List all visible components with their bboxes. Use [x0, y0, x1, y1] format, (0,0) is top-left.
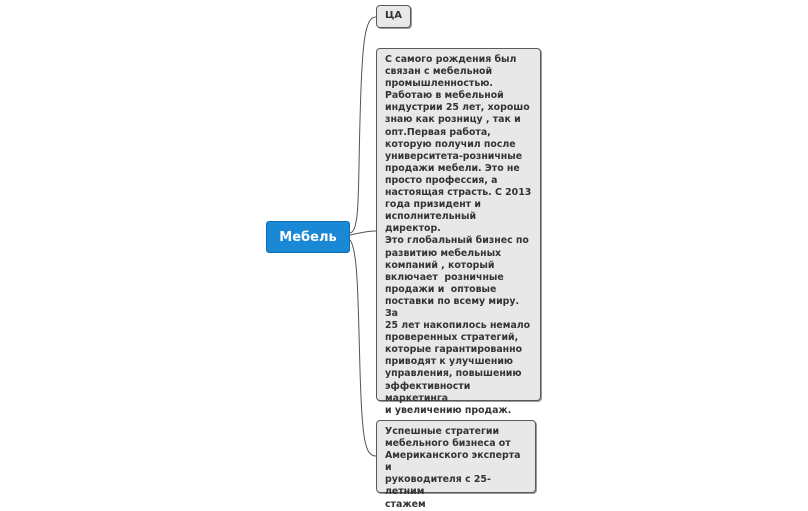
mindmap-canvas: Мебель ЦА С самого рождения был связан с… — [266, 5, 541, 510]
topic-biography-text: С самого рождения был связан с мебельной… — [385, 54, 532, 416]
central-topic[interactable]: Мебель — [266, 221, 350, 253]
topic-ca[interactable]: ЦА — [376, 5, 411, 28]
central-topic-label: Мебель — [279, 229, 337, 245]
connector-central-to-ca — [349, 16, 377, 234]
connector-central-to-strategies — [349, 239, 377, 457]
connector-central-to-bio — [349, 230, 377, 236]
topic-strategies[interactable]: Успешные стратегии мебельного бизнеса от… — [376, 420, 536, 510]
topic-biography[interactable]: С самого рождения был связан с мебельной… — [376, 48, 541, 416]
topic-strategies-text: Успешные стратегии мебельного бизнеса от… — [385, 426, 521, 510]
topic-ca-label: ЦА — [384, 10, 403, 22]
